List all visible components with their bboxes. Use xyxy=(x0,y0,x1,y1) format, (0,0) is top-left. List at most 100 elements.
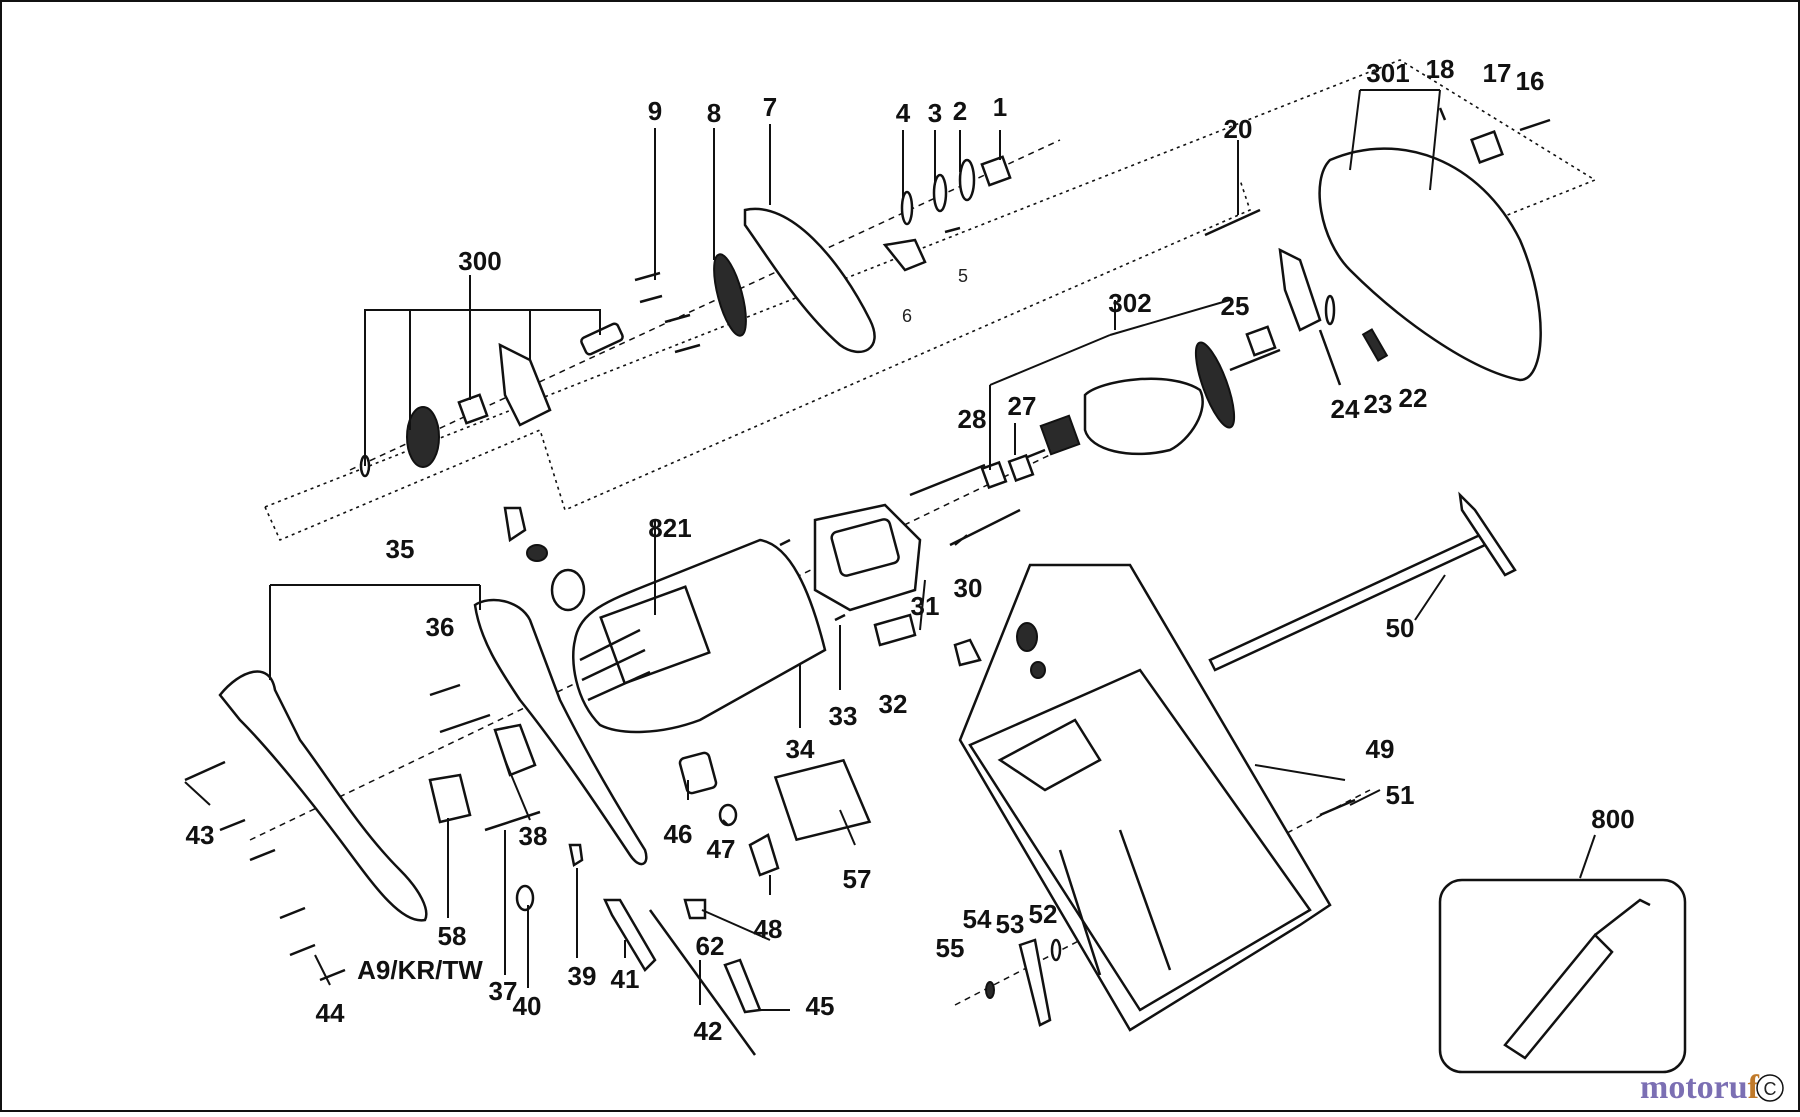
screw-51 xyxy=(1319,798,1356,817)
label-45: 45 xyxy=(806,991,835,1021)
switch-38 xyxy=(493,723,537,777)
washer-3 xyxy=(932,173,948,213)
screws-9 xyxy=(634,271,701,354)
spring-22 xyxy=(1361,328,1389,362)
cable-bushing xyxy=(526,544,548,562)
handle-half-right xyxy=(473,598,648,866)
hex-key-42 xyxy=(648,909,757,1056)
leader-800 xyxy=(1579,834,1596,879)
gear-housing-plate xyxy=(498,342,552,427)
label-24: 24 xyxy=(1331,394,1360,424)
pin-33 xyxy=(834,613,846,622)
label-43: 43 xyxy=(186,820,215,850)
label-821: 821 xyxy=(648,513,691,543)
label-17: 17 xyxy=(1483,58,1512,88)
label-9: 9 xyxy=(648,96,662,126)
label-302: 302 xyxy=(1108,288,1151,318)
screw-long xyxy=(909,463,986,497)
label-2: 2 xyxy=(953,96,967,126)
label-7: 7 xyxy=(763,92,777,122)
knob-wing xyxy=(953,638,982,667)
bushing-46 xyxy=(678,751,718,795)
label-3: 3 xyxy=(928,98,942,128)
washer-47 xyxy=(718,803,738,827)
gear-8 xyxy=(713,253,747,337)
assembly-axis-upper xyxy=(349,139,1061,471)
label-50: 50 xyxy=(1386,613,1415,643)
label-46: 46 xyxy=(664,819,693,849)
label-22: 22 xyxy=(1399,383,1428,413)
label-51: 51 xyxy=(1386,780,1415,810)
rip-fence-50 xyxy=(1208,533,1487,672)
label-8: 8 xyxy=(707,98,721,128)
pin-5 xyxy=(944,226,961,234)
knob-top xyxy=(1016,622,1038,652)
screw-37 xyxy=(484,810,541,832)
label-35: 35 xyxy=(386,534,415,564)
label-49: 49 xyxy=(1366,734,1395,764)
base-rail-2 xyxy=(1118,829,1172,971)
label-32: 32 xyxy=(879,689,908,719)
label-62: 62 xyxy=(696,931,725,961)
label-40: 40 xyxy=(513,991,542,1021)
gear-cover-7 xyxy=(743,207,876,354)
label-16: 16 xyxy=(1516,66,1545,96)
label-52: 52 xyxy=(1029,899,1058,929)
base-rail-1 xyxy=(1058,849,1102,976)
screw-36 xyxy=(429,683,461,697)
label-1: 1 xyxy=(993,92,1007,122)
screw-48 xyxy=(748,833,780,877)
label-54: 54 xyxy=(963,904,992,934)
label-5: 5 xyxy=(958,266,968,286)
pin-20 xyxy=(1204,208,1261,237)
label-20: 20 xyxy=(1224,114,1253,144)
motor-housing-821 xyxy=(572,538,827,734)
label-39: 39 xyxy=(568,961,597,991)
label-18: 18 xyxy=(1426,54,1455,84)
label-42: 42 xyxy=(694,1016,723,1046)
watermark-logo: motoruf xyxy=(1640,1069,1760,1106)
bearing-28 xyxy=(980,460,1008,490)
handle-half-left xyxy=(218,670,428,922)
screw-16 xyxy=(1519,118,1551,132)
label-38: 38 xyxy=(519,821,548,851)
label-28: 28 xyxy=(958,404,987,434)
copyright-mark: C xyxy=(1764,1079,1777,1099)
washer-52 xyxy=(1050,938,1062,962)
assembly-axis-lower xyxy=(249,449,1061,841)
knob-17 xyxy=(1470,130,1504,164)
spindle xyxy=(580,322,624,356)
screws-43-44 xyxy=(184,760,346,982)
stator-coil xyxy=(830,518,900,577)
washer-40 xyxy=(515,884,535,912)
pin-small xyxy=(779,538,791,547)
label-41: 41 xyxy=(611,964,640,994)
bracket-25 xyxy=(1278,247,1322,332)
knob-nut xyxy=(1030,661,1046,679)
label-30: 30 xyxy=(954,573,983,603)
pin-18 xyxy=(1438,107,1447,121)
label-58: 58 xyxy=(438,921,467,951)
armature-302 xyxy=(1019,341,1281,462)
insert-58 xyxy=(428,773,472,824)
key-41 xyxy=(603,898,657,973)
label-55: 55 xyxy=(936,933,965,963)
washer-27 xyxy=(1007,453,1035,483)
nut-54 xyxy=(985,981,995,999)
lever-53 xyxy=(1018,938,1052,1027)
label-25: 25 xyxy=(1221,291,1250,321)
label-variant: A9/KR/TW xyxy=(357,955,483,985)
screw-62 xyxy=(683,898,707,920)
group-outline-300 xyxy=(264,179,1251,542)
part-group-300 xyxy=(359,322,624,478)
screw-36b xyxy=(439,713,491,734)
label-53: 53 xyxy=(996,909,1025,939)
label-33: 33 xyxy=(829,701,858,731)
leader-lines xyxy=(184,89,1446,1011)
bearing xyxy=(457,393,489,425)
clamp-top xyxy=(503,506,527,543)
label-37: 37 xyxy=(489,976,518,1006)
label-300: 300 xyxy=(458,246,501,276)
